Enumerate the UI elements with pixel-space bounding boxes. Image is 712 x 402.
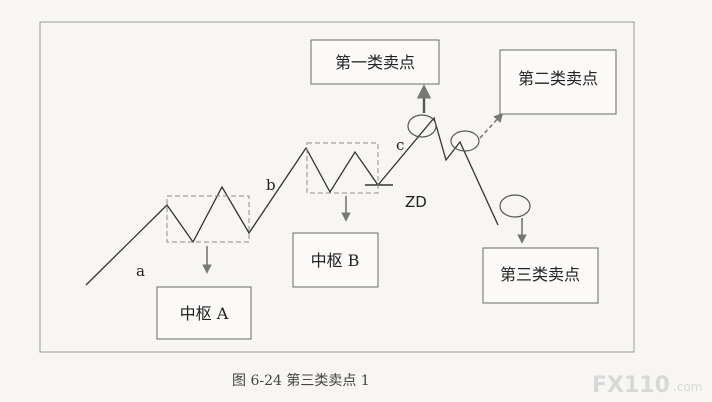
segment-c-label: c [396, 136, 404, 154]
zhongshu-b-box [292, 232, 379, 288]
zd-label: ZD [405, 193, 427, 211]
sell-point-2-box [499, 49, 617, 115]
watermark-brand: FX110 [592, 373, 670, 398]
sell-point-1-marker [407, 114, 437, 138]
segment-a-label: a [136, 262, 145, 280]
zhongshu-a-range [166, 195, 250, 243]
sell-point-2-text: 第二类卖点 [518, 69, 598, 88]
diagram-frame [39, 21, 635, 353]
figure-caption: 图 6-24 第三类卖点 1 [232, 372, 370, 389]
arrow-sell-2 [479, 112, 504, 139]
zhongshu-a-box [156, 286, 252, 340]
segment-b-label: b [266, 176, 276, 194]
sell-point-3-box [482, 247, 599, 304]
sell-point-3-marker [499, 194, 531, 218]
sell-point-1-box [310, 39, 440, 85]
zhongshu-a-text: 中枢 A [180, 304, 229, 323]
sell-point-1-text: 第一类卖点 [335, 53, 415, 72]
zhongshu-b-text: 中枢 B [311, 251, 360, 270]
sell-point-3-text: 第三类卖点 [500, 265, 580, 284]
price-path [85, 116, 499, 286]
watermark-suffix: .com [673, 380, 702, 394]
sell-point-2-marker [450, 130, 480, 152]
zhongshu-b-range [306, 142, 379, 194]
